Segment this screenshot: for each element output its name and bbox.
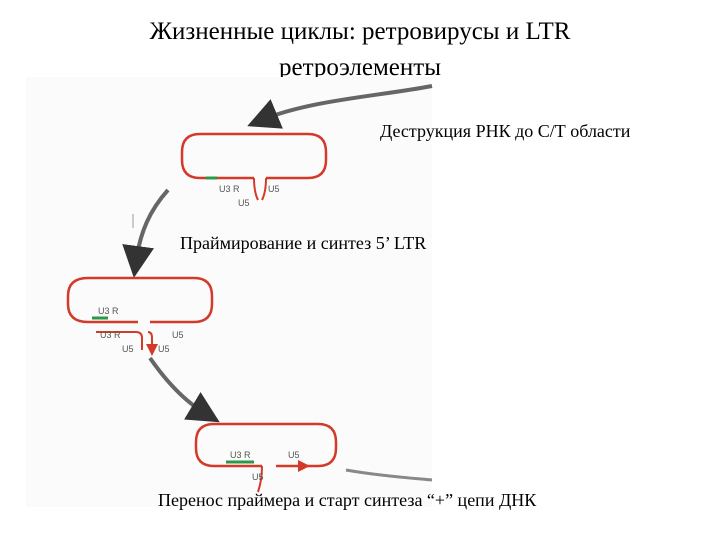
region-u5-2b: U5 (122, 344, 134, 354)
region-u3r-2a: U3 R (98, 306, 119, 316)
region-u5-2a: U5 (172, 330, 184, 340)
region-u5-3b: U5 (252, 472, 264, 482)
flow-arrow-top (262, 86, 432, 120)
region-u3r-1: U3 R (219, 184, 240, 194)
rna-loop-2: U3 R U3 R U5 U5 U5 (68, 278, 212, 354)
step-label-1: Деструкция РНК до С/Т области (380, 120, 630, 142)
region-u5-1a: U5 (268, 184, 280, 194)
rna-loop-3: U3 R U5 U5 (196, 424, 336, 492)
region-u3r-2b: U3 R (100, 330, 121, 340)
flow-arrow-1 (136, 190, 168, 262)
region-u5-2c: U5 (158, 344, 170, 354)
step-label-2: Праймирование и синтез 5’ LTR (180, 232, 426, 254)
flow-arrow-bottom (346, 470, 432, 480)
region-u5-1b: U5 (238, 198, 250, 208)
step-label-3: Перенос праймера и старт синтеза “+” цеп… (158, 489, 536, 511)
rna-loop-1: U3 R U5 U5 (182, 134, 326, 208)
flow-arrow-2 (150, 358, 206, 414)
region-u3r-3: U3 R (230, 450, 251, 460)
region-u5-3a: U5 (288, 450, 300, 460)
